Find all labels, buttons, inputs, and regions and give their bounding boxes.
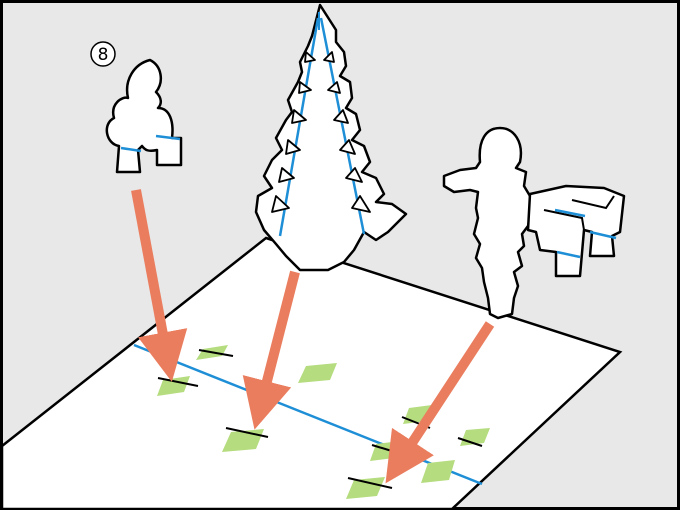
bench-cutout-icon <box>526 184 626 278</box>
slot-tab <box>346 477 393 499</box>
step-number-label: 8 <box>98 45 109 65</box>
insertion-arrows <box>131 189 495 484</box>
arrow-tall-tree <box>242 270 300 430</box>
arrow-small-tree <box>131 189 188 382</box>
pine-tree-cutout-icon <box>254 3 408 272</box>
slot-tab <box>196 345 234 360</box>
slot-tab <box>222 427 269 452</box>
person-cutout-icon <box>442 126 534 320</box>
step-number-badge: 8 <box>90 41 116 67</box>
bush-cutout-icon <box>105 58 183 174</box>
arrow-figure <box>385 321 495 484</box>
slot-tab <box>457 428 490 447</box>
slot-tab <box>298 363 337 383</box>
